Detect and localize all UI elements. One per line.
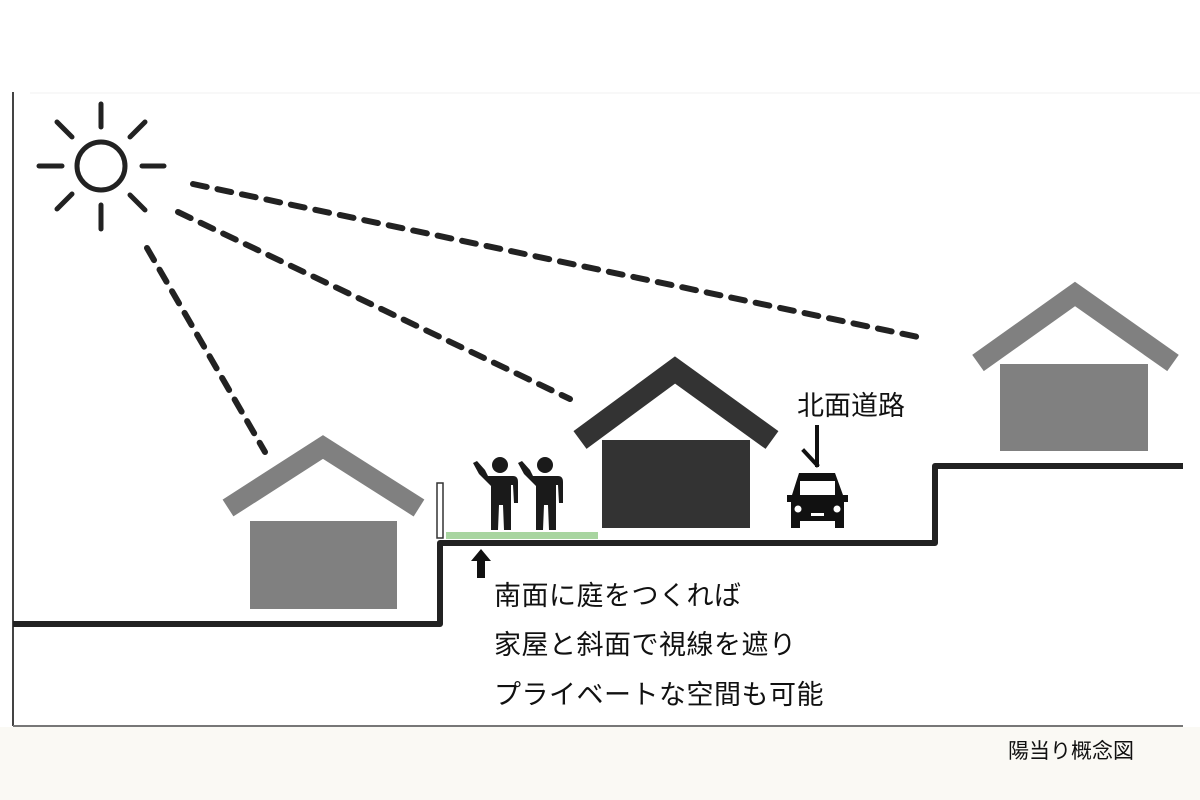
car-icon	[787, 473, 848, 528]
people-icon	[473, 457, 563, 530]
figure-title: 陽当り概念図	[1008, 739, 1134, 763]
left-house	[222, 435, 425, 609]
sun-ray-upper	[190, 181, 921, 340]
center-house	[573, 356, 779, 528]
footer-band	[0, 727, 1200, 800]
caption-line-1: 南面に庭をつくれば	[494, 581, 742, 612]
sun-icon	[36, 101, 167, 232]
sun-ray-middle	[175, 209, 573, 402]
ground-line	[13, 463, 1183, 627]
arrow-up-icon	[471, 549, 491, 578]
caption-line-2: 家屋と斜面で視線を遮り	[494, 630, 797, 661]
right-house	[972, 281, 1179, 451]
road-label: 北面道路	[797, 391, 905, 422]
caption-line-3: プライベートな空間も可能	[494, 680, 824, 711]
pointer-arrow-icon	[801, 425, 820, 468]
garden-lawn	[446, 532, 598, 539]
fence-post	[436, 482, 444, 539]
sun-ray-lower	[144, 245, 268, 455]
